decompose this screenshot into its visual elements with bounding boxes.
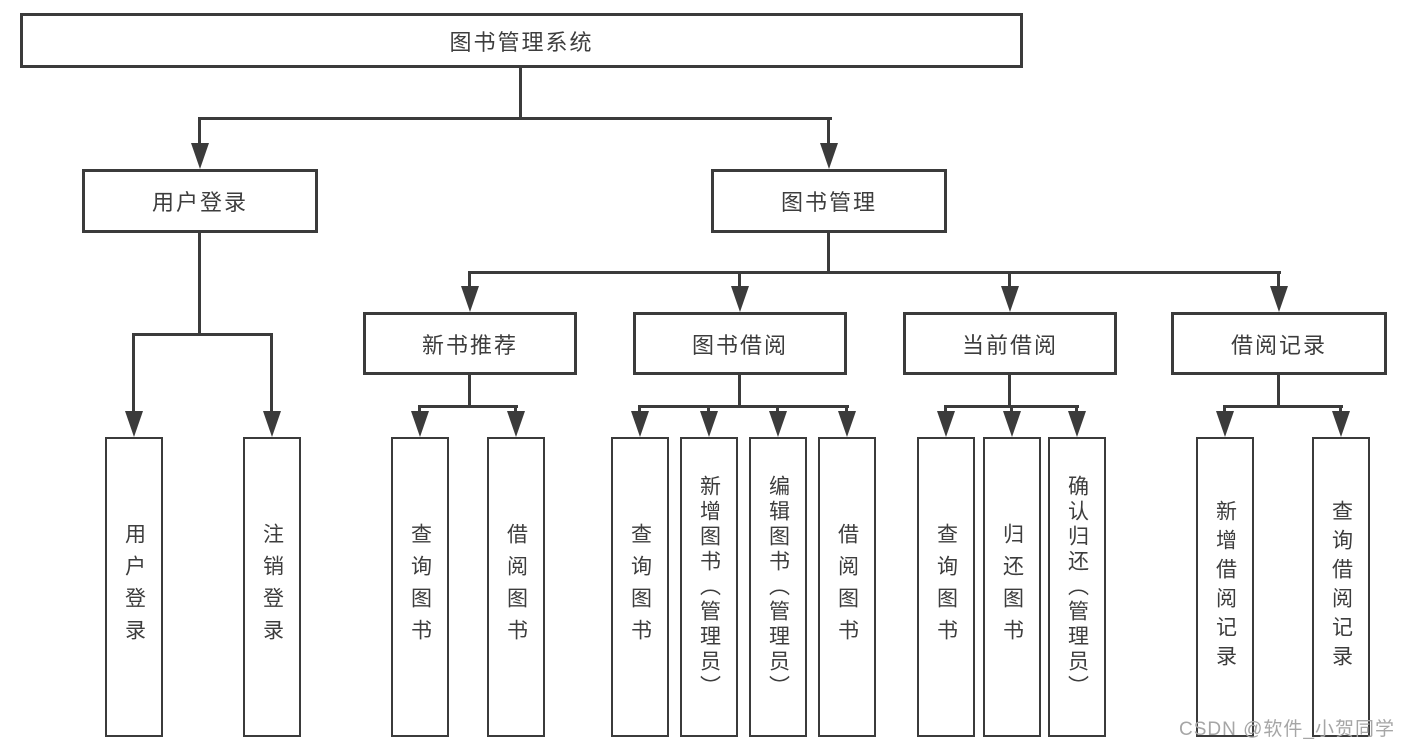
node-query-book-current: 查询图书: [917, 437, 975, 737]
connector-login-horizontal: [132, 333, 273, 336]
arrow-down-icon: [1003, 411, 1021, 437]
arrow-down-icon: [700, 411, 718, 437]
node-user-login-leaf: 用户登录: [105, 437, 163, 737]
connector-leaf-stem: [1223, 405, 1226, 414]
connector-login-child1-stem: [132, 333, 135, 415]
connector-borrow-horizontal: [639, 405, 849, 408]
connector-recommend-stem: [468, 271, 471, 289]
arrow-down-icon: [1216, 411, 1234, 437]
arrow-down-icon: [411, 411, 429, 437]
connector-login-child2-stem: [270, 333, 273, 415]
connector-leaf-stem: [418, 405, 421, 414]
connector-current-vertical: [1008, 375, 1011, 408]
arrow-down-icon: [1270, 286, 1288, 312]
arrow-down-icon: [937, 411, 955, 437]
node-label: 查询借阅记录: [1329, 500, 1353, 674]
node-label: 新书推荐: [421, 332, 518, 358]
connector-records-horizontal: [1223, 405, 1343, 408]
connector-recommend-horizontal: [419, 405, 518, 408]
node-query-book-borrow: 查询图书: [611, 437, 669, 737]
node-label: 注销登录: [260, 523, 284, 651]
node-book-borrow: 图书借阅: [633, 312, 847, 375]
connector-leaf-stem: [514, 405, 517, 414]
arrow-down-icon: [461, 286, 479, 312]
connector-leaf-stem: [707, 405, 710, 414]
connector-records-vertical: [1277, 375, 1280, 408]
connector-leaf-stem: [1010, 405, 1013, 414]
connector-book-management-stem: [827, 117, 830, 148]
connector-leaf-stem: [1339, 405, 1342, 414]
arrow-down-icon: [731, 286, 749, 312]
node-label: 当前借阅: [961, 332, 1058, 358]
connector-borrow-stem: [738, 271, 741, 289]
node-root-system: 图书管理系统: [20, 13, 1023, 68]
connector-leaf-stem: [1075, 405, 1078, 414]
connector-level1-horizontal: [198, 117, 832, 120]
arrow-down-icon: [263, 411, 281, 437]
node-label: 图书管理系统: [449, 29, 594, 55]
connector-leaf-stem: [944, 405, 947, 414]
node-query-book-recommend: 查询图书: [391, 437, 449, 737]
node-label: 归还图书: [1000, 523, 1024, 651]
node-label: 借阅图书: [504, 523, 528, 651]
arrow-down-icon: [1068, 411, 1086, 437]
connector-borrow-vertical: [738, 375, 741, 408]
node-borrow-book-recommend: 借阅图书: [487, 437, 545, 737]
arrow-down-icon: [1332, 411, 1350, 437]
node-label: 新增借阅记录: [1213, 500, 1237, 674]
arrow-down-icon: [125, 411, 143, 437]
arrow-down-icon: [1001, 286, 1019, 312]
connector-root-vertical: [519, 68, 522, 120]
node-borrow-records: 借阅记录: [1171, 312, 1387, 375]
connector-current-stem: [1008, 271, 1011, 289]
node-label: 确认归还（管理员）: [1065, 474, 1089, 700]
connector-recommend-vertical: [468, 375, 471, 408]
node-confirm-return-admin: 确认归还（管理员）: [1048, 437, 1106, 737]
node-logout: 注销登录: [243, 437, 301, 737]
node-label: 图书借阅: [691, 332, 788, 358]
csdn-watermark: CSDN @软件_小贺同学: [1179, 719, 1395, 740]
node-label: 查询图书: [628, 523, 652, 651]
node-label: 查询图书: [934, 523, 958, 651]
node-label: 用户登录: [122, 523, 146, 651]
node-query-borrow-record: 查询借阅记录: [1312, 437, 1370, 737]
connector-login-vertical: [198, 233, 201, 336]
arrow-down-icon: [507, 411, 525, 437]
node-borrow-book-leaf: 借阅图书: [818, 437, 876, 737]
node-label: 用户登录: [151, 190, 248, 215]
connector-leaf-stem: [638, 405, 641, 414]
node-label: 借阅图书: [835, 523, 859, 651]
arrow-down-icon: [820, 143, 838, 169]
node-book-management: 图书管理: [711, 169, 947, 233]
connector-user-login-stem: [198, 117, 201, 148]
connector-management-vertical: [827, 233, 830, 274]
node-user-login: 用户登录: [82, 169, 318, 233]
arrow-down-icon: [838, 411, 856, 437]
arrow-down-icon: [631, 411, 649, 437]
node-label: 编辑图书（管理员）: [766, 474, 790, 700]
connector-leaf-stem: [845, 405, 848, 414]
arrow-down-icon: [769, 411, 787, 437]
arrow-down-icon: [191, 143, 209, 169]
node-new-book-recommend: 新书推荐: [363, 312, 577, 375]
connector-level3-horizontal: [468, 271, 1281, 274]
node-edit-book-admin: 编辑图书（管理员）: [749, 437, 807, 737]
node-current-borrow: 当前借阅: [903, 312, 1117, 375]
node-label: 图书管理: [780, 190, 877, 215]
node-add-book-admin: 新增图书（管理员）: [680, 437, 738, 737]
node-label: 借阅记录: [1230, 332, 1327, 358]
node-label: 新增图书（管理员）: [697, 474, 721, 700]
node-return-book: 归还图书: [983, 437, 1041, 737]
connector-records-stem: [1277, 271, 1280, 289]
connector-leaf-stem: [776, 405, 779, 414]
node-add-borrow-record: 新增借阅记录: [1196, 437, 1254, 737]
node-label: 查询图书: [408, 523, 432, 651]
